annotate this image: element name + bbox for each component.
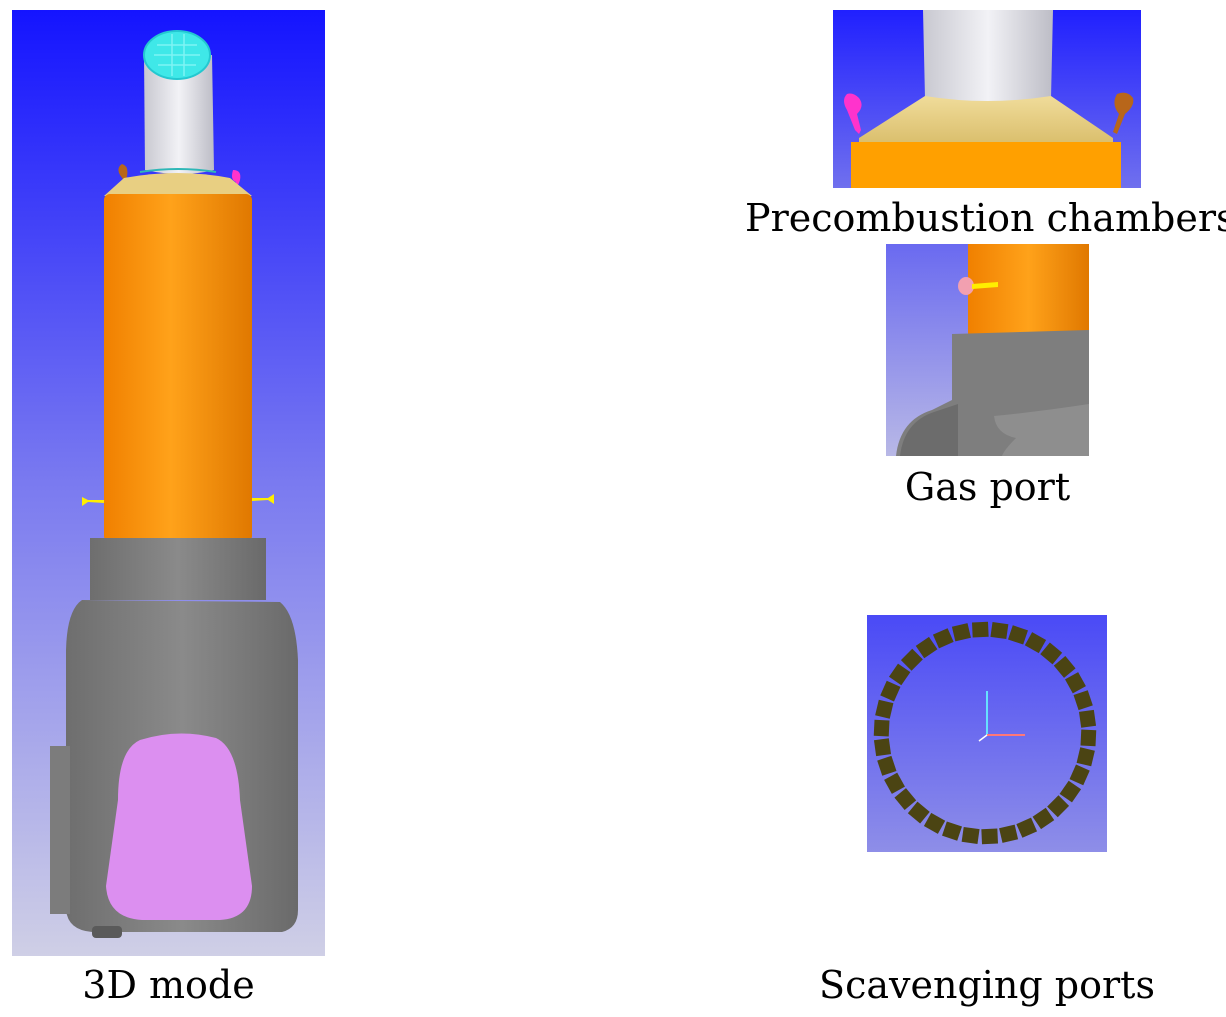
scavenging-port: [900, 648, 923, 671]
scavenging-port: [1016, 817, 1038, 838]
scavenging-port: [1040, 642, 1063, 665]
cylinder-head: [923, 10, 1053, 102]
cylinder-liner: [851, 142, 1121, 188]
main-3d-model-view: [12, 10, 325, 956]
scavenging-port: [1059, 780, 1082, 803]
gas-port-left: [82, 497, 104, 506]
scavenging-port: [880, 680, 901, 702]
bottom-fitting: [92, 926, 122, 938]
cylinder-head: [144, 55, 214, 174]
scavenging-port: [1076, 747, 1095, 767]
scavenging-port: [999, 824, 1019, 843]
scavenging-port: [1047, 795, 1070, 818]
precombustion-chamber-left: [118, 164, 128, 182]
scavenging-port: [907, 801, 930, 824]
scavenging-port: [1008, 625, 1028, 645]
caption-3d-mode: 3D mode: [82, 963, 255, 1007]
precombustion-chamber-right: [1113, 92, 1134, 134]
scavenging-port: [873, 738, 892, 757]
inlet-grid: [154, 34, 200, 76]
precombustion-chamber-left: [844, 93, 862, 134]
scavenging-port: [875, 699, 894, 719]
casing-side: [900, 404, 958, 456]
scavenging-port: [1032, 807, 1055, 830]
scavenging-port: [1078, 709, 1097, 728]
precombustion-chambers-image: [833, 10, 1141, 188]
scavenging-port: [981, 828, 999, 845]
cylinder-cone: [104, 173, 252, 196]
scavenging-port: [1053, 656, 1076, 678]
scavenging-port: [1065, 672, 1086, 694]
gas-injector: [972, 282, 998, 289]
scavenging-port: [990, 621, 1009, 640]
main-3d-model-image: [12, 10, 325, 956]
scavenging-port-ring: [873, 621, 1097, 845]
scavenging-port: [1024, 632, 1047, 654]
cylinder-liner: [968, 244, 1089, 334]
scavenge-opening: [106, 733, 252, 920]
cylinder-liner: [104, 194, 252, 542]
scavenging-port: [873, 719, 890, 737]
caption-scavenging-ports: Scavenging ports: [819, 963, 1155, 1007]
scavenging-port: [1069, 764, 1090, 786]
casing-collar: [90, 538, 266, 600]
gas-port-view: [886, 244, 1089, 456]
scavenging-port: [884, 772, 905, 794]
scavenging-port: [942, 821, 962, 841]
scavenging-ports-image: [867, 615, 1107, 852]
scavenging-port: [894, 788, 917, 810]
caption-gas-port: Gas port: [904, 465, 1071, 509]
precombustion-chamber-right: [230, 170, 241, 192]
gas-port-right: [252, 494, 274, 504]
scavenging-port: [877, 755, 897, 776]
precombustion-chambers-view: [833, 10, 1141, 188]
scavenging-port: [1080, 729, 1097, 747]
gas-port-image: [886, 244, 1089, 456]
scavenging-port: [915, 636, 938, 659]
scavenging-port: [961, 826, 980, 845]
cylinder-cone: [859, 96, 1113, 146]
scavenging-port: [932, 628, 954, 649]
scavenging-port: [951, 623, 971, 642]
caption-precombustion-chambers: Precombustion chambers: [745, 196, 1226, 240]
scavenging-port: [971, 621, 989, 638]
cone-seam: [139, 168, 217, 173]
scavenging-ports-view: [867, 615, 1107, 852]
axis-z: [978, 734, 988, 742]
side-flange: [50, 746, 70, 914]
scavenging-port: [923, 812, 946, 834]
casing-front: [994, 404, 1089, 456]
scavenging-port: [1073, 690, 1093, 711]
gas-bulb: [958, 277, 974, 295]
scavenging-port: [888, 663, 911, 686]
